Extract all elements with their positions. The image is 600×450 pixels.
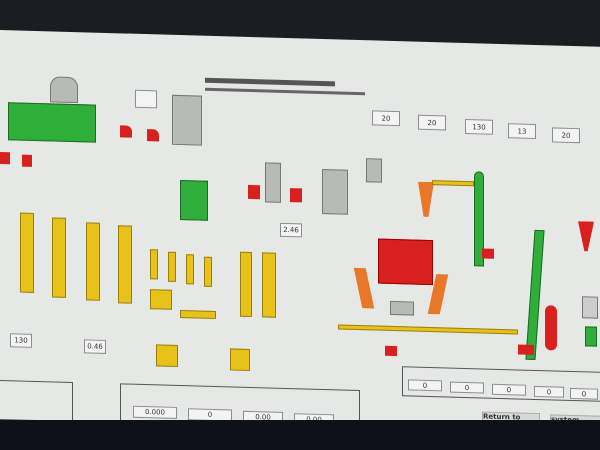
chute-left [353, 267, 375, 309]
readout-1: 130 [10, 333, 32, 348]
column-3 [86, 222, 100, 301]
field-1[interactable]: 0.000 [133, 405, 177, 419]
indicator [135, 89, 157, 109]
green-unit-1 [8, 102, 96, 143]
center-readout: 2.46 [280, 222, 302, 238]
top-value-3: 130 [465, 118, 493, 135]
tank-3 [322, 168, 348, 215]
readout-2: 0.46 [84, 339, 106, 354]
outlet [518, 344, 534, 355]
silo [50, 76, 78, 104]
pump-6 [290, 188, 302, 203]
pump-3 [0, 152, 10, 165]
output-2: 0 [450, 381, 484, 394]
green-unit-2 [180, 180, 208, 221]
column-6 [168, 251, 176, 282]
output-1: 0 [408, 379, 442, 392]
column-10 [262, 252, 276, 318]
page-subtitle [205, 87, 365, 96]
valve [385, 345, 397, 357]
tank-yellow-2 [156, 344, 178, 367]
page-title [205, 77, 335, 87]
tank-4 [366, 158, 382, 183]
column-1 [20, 212, 34, 293]
green-valve [585, 326, 597, 347]
elevator-2 [525, 229, 545, 360]
top-value-2: 20 [418, 114, 446, 131]
pump-4 [22, 154, 32, 167]
tank-2 [265, 162, 281, 203]
separator [545, 305, 557, 351]
top-value-5: 20 [552, 127, 580, 144]
pump-5 [248, 184, 260, 200]
column-2 [52, 217, 66, 298]
tank-yellow-3 [230, 348, 250, 371]
box-right [582, 296, 598, 319]
furnace-base [390, 300, 414, 316]
column-8 [204, 256, 212, 287]
column-7 [186, 254, 194, 285]
tank-yellow-1 [150, 289, 172, 310]
cyclone-right [578, 221, 594, 251]
pump-7 [482, 248, 494, 259]
products-panel [0, 379, 73, 423]
conveyor-1 [180, 310, 216, 320]
top-value-1: 20 [372, 110, 400, 127]
top-value-4: 13 [508, 123, 536, 139]
conveyor-main [338, 324, 518, 335]
column-9 [240, 251, 252, 318]
column-5 [150, 249, 158, 280]
hopper [418, 182, 434, 217]
pump-1 [120, 125, 132, 138]
taskbar [0, 420, 600, 450]
pump-2 [147, 129, 159, 142]
scada-screen: 20 20 130 13 20 2.46 130 0.46 0.000 0 [0, 30, 600, 442]
output-3: 0 [492, 383, 526, 396]
output-5: 0 [570, 387, 598, 400]
conveyor-top [432, 180, 474, 187]
tank-1 [172, 94, 202, 146]
output-4: 0 [534, 385, 564, 398]
furnace [378, 238, 433, 286]
column-4 [118, 225, 132, 304]
